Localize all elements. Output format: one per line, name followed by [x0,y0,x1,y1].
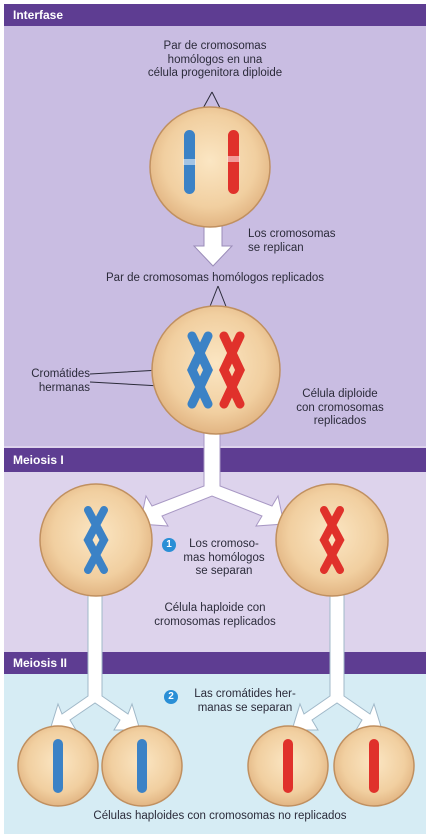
final-cell-3 [247,725,329,807]
meiosis2-bar [4,652,426,674]
meiosis1-title: Meiosis I [13,453,64,467]
step-2-label: Las cromátides her- manas se separan [194,688,296,714]
final-cells-label: Células haploides con cromosomas no repl… [93,810,347,822]
interphase-bar [4,4,426,26]
meiosis1-right-cell [275,483,389,597]
interphase-title: Interfase [13,8,64,22]
meiosis2-title: Meiosis II [13,656,68,670]
final-cell-1 [17,725,99,807]
sister-chromatids-label: Cromátides hermanas [31,368,90,394]
meiosis1-split-arrow [139,429,285,527]
step-1-label: Los cromoso- mas homólogos se separan [183,538,265,577]
replicated-cell [151,305,281,435]
meiosis2-arrow-left [49,591,141,731]
red-replicated-chromosome [219,331,245,409]
homologous-pair-label: Par de cromosomas homólogos en una célul… [147,40,283,79]
final-cell-4 [333,725,415,807]
diploid-cell-label: Célula diploide con cromosomas replicado… [296,388,384,427]
replicate-arrow [192,225,234,267]
final-cell-2 [101,725,183,807]
haploid-cell-label: Célula haploide con cromosomas replicado… [154,602,276,628]
replicated-pair-label: Par de cromosomas homólogos replicados [106,272,324,284]
replicate-label: Los cromosomas se replican [248,228,336,254]
meiosis1-left-cell [39,483,153,597]
blue-replicated-chromosome [187,331,213,409]
meiosis2-arrow-right [291,591,383,731]
parent-cell [149,106,271,228]
step-2-badge: 2 [164,690,178,704]
step-1-badge: 1 [162,538,176,552]
